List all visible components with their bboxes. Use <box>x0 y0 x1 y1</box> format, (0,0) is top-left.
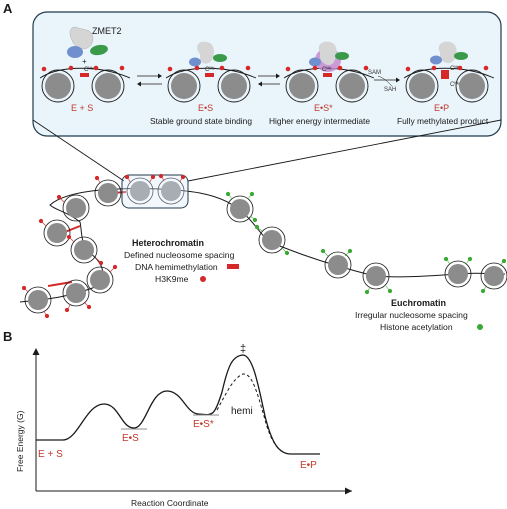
euchromatin-line-2: Histone acetylation <box>380 322 453 332</box>
y-axis-label: Free Energy (G) <box>15 410 25 472</box>
state-label: E•S <box>198 103 213 113</box>
x-axis-label: Reaction Coordinate <box>131 498 209 508</box>
equilibrium-arrow-1 <box>137 73 162 87</box>
nucleosome <box>324 251 352 279</box>
nucleosome <box>86 266 114 294</box>
nucleosome <box>362 262 390 290</box>
nucleosome <box>258 226 286 254</box>
panel-a-letter: A <box>3 1 13 16</box>
state-e-s-star-label: E•S* <box>193 419 214 430</box>
energy-diagram: Free Energy (G) Reaction Coordinate E + … <box>15 343 352 508</box>
nucleosome <box>62 279 90 307</box>
heterochromatin-line-3: H3K9me <box>155 274 189 284</box>
hemimethyl-mark <box>80 73 89 77</box>
zmet2-product-icon <box>430 41 468 65</box>
zmet2-bound-icon <box>189 41 227 67</box>
methyl-transfer-arrow: SAM SAH <box>368 70 400 93</box>
sah-label: SAH <box>384 87 396 93</box>
nucleosome <box>339 73 365 99</box>
hemimethylation-swatch <box>227 264 239 269</box>
nucleosome <box>409 73 435 99</box>
heterochromatin-title: Heterochromatin <box>132 238 204 248</box>
state-label: E•S* <box>314 103 333 113</box>
hemi-label: hemi <box>231 406 253 417</box>
cme-label-1: Cᴹᵉ <box>84 66 94 73</box>
heterochromatin-line-2: DNA hemimethylation <box>135 262 218 272</box>
acetylation-swatch <box>477 324 483 330</box>
zoom-highlight-box <box>121 174 189 209</box>
nucleosome <box>43 219 71 247</box>
nucleosome <box>24 286 52 314</box>
panel-b-letter: B <box>3 329 12 344</box>
euchromatin-title: Euchromatin <box>391 298 446 308</box>
state-e-p: Cᴹᵉ Cᴹᵉ E•P Fully methylated product <box>397 41 495 126</box>
equilibrium-arrow-2 <box>258 73 280 87</box>
state-label: E + S <box>71 103 93 113</box>
nucleosome <box>70 236 98 264</box>
state-e-plus-s: ZMET2 + Cᴹᵉ E + S <box>39 26 131 113</box>
cme-label-5: Cᴹᵉ <box>450 81 460 88</box>
heterochromatin-nucleosomes <box>21 173 189 319</box>
nucleosome-outline <box>41 69 75 103</box>
cme-label-4: Cᴹᵉ <box>450 65 460 72</box>
sam-label: SAM <box>368 70 381 76</box>
nucleosome <box>289 73 315 99</box>
nucleosome <box>221 73 247 99</box>
nucleosome <box>62 194 90 222</box>
nucleosome <box>480 262 507 290</box>
cme-label-3: Cᴹᵉ <box>322 66 332 73</box>
zmet2-transition-icon <box>309 41 349 72</box>
hemi-curve <box>216 373 292 455</box>
nucleosome <box>459 73 485 99</box>
zmet2-enzyme-icon <box>67 26 108 58</box>
h3k9me-swatch <box>200 276 206 282</box>
zoom-line-left <box>32 119 125 182</box>
heterochromatin-legend: Heterochromatin Defined nucleosome spaci… <box>124 238 239 284</box>
zoom-line-right <box>187 119 502 182</box>
state-e-p-label: E•P <box>300 460 317 471</box>
nucleosome <box>94 179 122 207</box>
nucleosome <box>226 195 254 223</box>
mechanism-inset <box>32 11 502 137</box>
state-e-s: Cᴹᵉ E•S Stable ground state binding <box>150 41 257 126</box>
euchromatin-legend: Euchromatin Irregular nucleosome spacing… <box>355 298 483 332</box>
euchromatin-line-1: Irregular nucleosome spacing <box>355 310 468 320</box>
nucleosome <box>171 73 197 99</box>
state-label: E•P <box>434 103 449 113</box>
cme-label-2: Cᴹᵉ <box>205 66 215 73</box>
transition-state-symbol: ‡ <box>240 343 246 355</box>
zmet2-label: ZMET2 <box>92 26 122 36</box>
nucleosome <box>45 73 71 99</box>
state-e-plus-s-label: E + S <box>38 449 63 460</box>
nucleosome <box>126 177 154 205</box>
nucleosome <box>157 177 185 205</box>
euchromatin-nucleosomes <box>225 191 507 295</box>
heterochromatin-line-1: Defined nucleosome spacing <box>124 250 235 260</box>
state-caption: Stable ground state binding <box>150 116 252 126</box>
nucleosome <box>95 73 121 99</box>
state-e-s-label: E•S <box>122 433 139 444</box>
state-caption: Higher energy intermediate <box>269 116 370 126</box>
plus-sign: + <box>82 57 87 66</box>
nucleosome-outline <box>91 69 125 103</box>
state-e-s-star: Cᴹᵉ E•S* Higher energy intermediate <box>269 41 375 126</box>
state-caption: Fully methylated product <box>397 116 489 126</box>
nucleosome <box>444 260 472 288</box>
energy-curve <box>36 354 320 455</box>
